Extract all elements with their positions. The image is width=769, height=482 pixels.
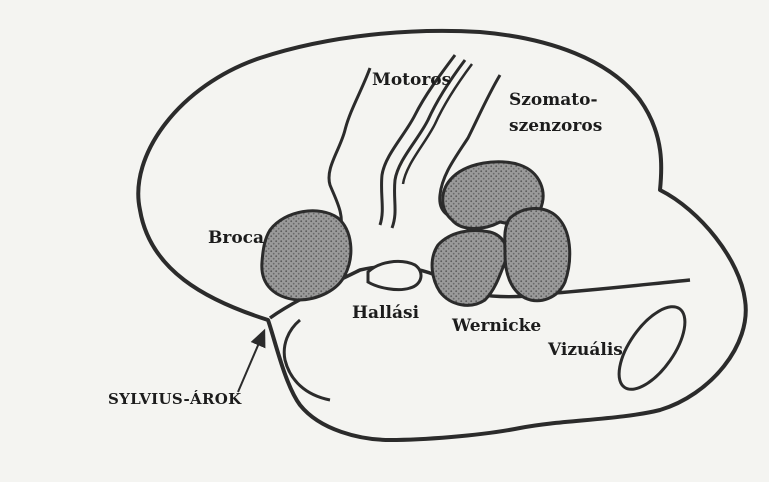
label-wernicke: Wernicke <box>452 318 541 336</box>
label-broca: Broca <box>208 230 264 248</box>
label-motoros: Motoros <box>372 72 451 90</box>
broca-area <box>262 211 351 300</box>
sylvius-arrow <box>238 336 262 392</box>
label-hallasi: Hallási <box>352 305 419 323</box>
angular-area <box>505 208 570 300</box>
label-szomato-line2: szenzoros <box>509 118 602 136</box>
auditory-area <box>368 261 421 289</box>
label-szomato-line1: Szomato- <box>509 92 598 110</box>
label-vizualis: Vizuális <box>548 342 623 360</box>
label-sylvius: SYLVIUS-ÁROK <box>108 392 241 408</box>
wernicke-area <box>432 231 507 306</box>
